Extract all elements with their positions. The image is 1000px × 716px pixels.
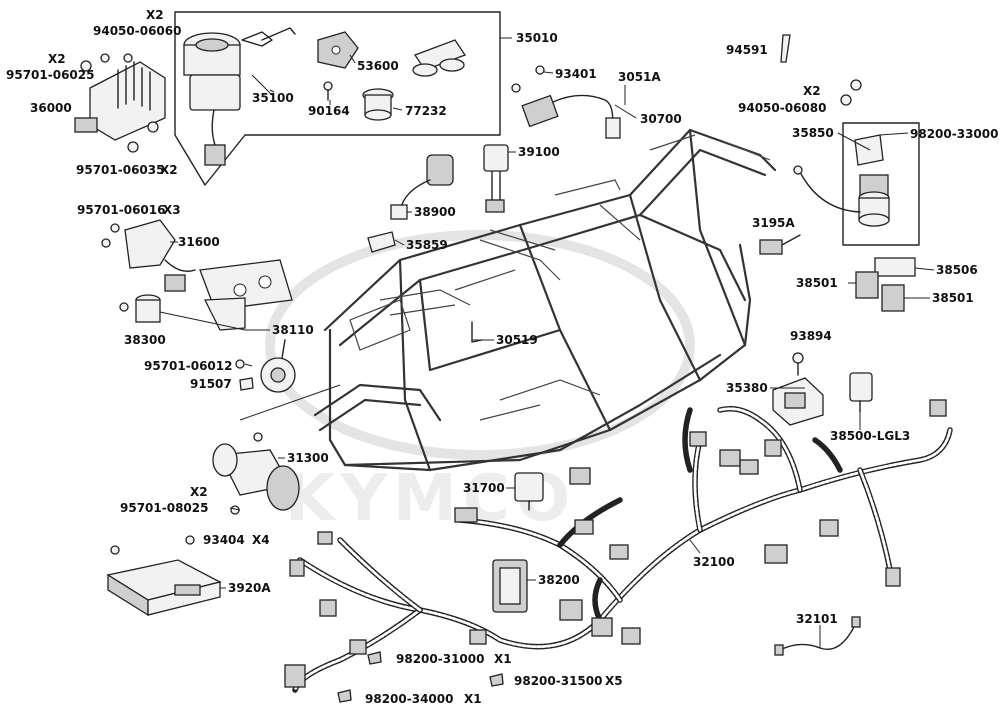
label-38501-a: 38501 xyxy=(796,276,838,290)
ecu-3920A xyxy=(106,535,222,617)
coil-38900 xyxy=(390,154,454,220)
rectifier-31600 xyxy=(101,219,196,292)
label-x2-c: X2 xyxy=(160,163,178,177)
group-box-35010 xyxy=(174,11,501,186)
fuse-98200-31000 xyxy=(367,651,382,665)
label-98200-31000: 98200-31000 xyxy=(396,652,484,666)
label-98200-33000: 98200-33000 xyxy=(910,127,998,141)
bracket-35859 xyxy=(367,231,396,253)
bracket-plate xyxy=(199,259,293,331)
label-35850: 35850 xyxy=(792,126,834,140)
label-31300: 31300 xyxy=(287,451,329,465)
label-91507: 91507 xyxy=(190,377,232,391)
label-x3: X3 xyxy=(163,203,181,217)
screw-90164 xyxy=(323,81,333,101)
label-x2-b: X2 xyxy=(48,52,66,66)
label-35859: 35859 xyxy=(406,238,448,252)
module-38200 xyxy=(492,559,528,613)
label-39100: 39100 xyxy=(518,145,560,159)
leader-35100 xyxy=(251,74,273,96)
group-box-35850 xyxy=(842,122,920,246)
label-38900: 38900 xyxy=(414,205,456,219)
label-93404: 93404 xyxy=(203,533,245,547)
label-93894: 93894 xyxy=(790,329,832,343)
label-53600: 53600 xyxy=(357,59,399,73)
label-30519: 30519 xyxy=(496,333,538,347)
label-31600: 31600 xyxy=(178,235,220,249)
label-38300: 38300 xyxy=(124,333,166,347)
relays-38501-38506 xyxy=(855,257,916,312)
sensor-30700 xyxy=(511,65,621,139)
label-x4: X4 xyxy=(252,533,270,547)
label-77232: 77232 xyxy=(405,104,447,118)
label-98200-34000: 98200-34000 xyxy=(365,692,453,706)
label-38110: 38110 xyxy=(272,323,314,337)
label-3920A: 3920A xyxy=(228,581,271,595)
label-30700: 30700 xyxy=(640,112,682,126)
label-95701-06035: 95701-06035 xyxy=(76,163,164,177)
fuse-98200-31500 xyxy=(489,673,504,687)
label-95701-08025: 95701-08025 xyxy=(120,501,208,515)
keys xyxy=(412,39,466,77)
horn-38110 xyxy=(260,339,296,393)
label-x2-a: X2 xyxy=(146,8,164,22)
cover-53600 xyxy=(317,31,359,69)
label-35010: 35010 xyxy=(516,31,558,45)
watermark-ellipse xyxy=(265,230,695,460)
starter-motor-31300 xyxy=(212,432,300,515)
label-35380: 35380 xyxy=(726,381,768,395)
bracket-91507 xyxy=(239,377,254,391)
relay-38300 xyxy=(119,294,161,323)
label-x2-e: X2 xyxy=(190,485,208,499)
label-38501-b: 38501 xyxy=(932,291,974,305)
label-x2-d: X2 xyxy=(803,84,821,98)
flasher-38500 xyxy=(849,372,873,413)
atv-main-frame xyxy=(313,128,777,472)
label-95701-06012: 95701-06012 xyxy=(144,359,232,373)
regulator-36000 xyxy=(74,53,166,153)
label-32101: 32101 xyxy=(796,612,838,626)
sensor-39100 xyxy=(483,144,509,213)
label-3051A: 3051A xyxy=(618,70,661,84)
label-38200: 38200 xyxy=(538,573,580,587)
label-95701-06025: 95701-06025 xyxy=(6,68,94,82)
label-x1-a: X1 xyxy=(494,652,512,666)
cap-77232 xyxy=(362,88,394,121)
label-90164: 90164 xyxy=(308,104,350,118)
connector-3195A xyxy=(759,234,801,255)
label-93401: 93401 xyxy=(555,67,597,81)
label-x5: X5 xyxy=(605,674,623,688)
relay-box-35850 xyxy=(793,79,920,246)
bolt-95701-06012 xyxy=(235,359,245,369)
label-31700: 31700 xyxy=(463,481,505,495)
ignition-switch-group xyxy=(174,11,512,186)
label-35100: 35100 xyxy=(252,91,294,105)
label-38500-LGL3: 38500-LGL3 xyxy=(830,429,910,443)
label-94050-06060: 94050-06060 xyxy=(93,24,181,38)
fuse-98200-34000 xyxy=(337,689,352,703)
wire-harness-32100 xyxy=(284,399,953,693)
relay-35380 xyxy=(772,377,824,426)
label-94591: 94591 xyxy=(726,43,768,57)
strap-94591 xyxy=(780,34,791,63)
ignition-switch-35100 xyxy=(183,27,296,166)
label-32100: 32100 xyxy=(693,555,735,569)
label-38506: 38506 xyxy=(936,263,978,277)
label-98200-31500: 98200-31500 xyxy=(514,674,602,688)
label-x1-b: X1 xyxy=(464,692,482,706)
label-94050-06080: 94050-06080 xyxy=(738,101,826,115)
leader-lines xyxy=(159,54,935,648)
part-30519 xyxy=(471,321,483,343)
label-95701-06016: 95701-06016 xyxy=(77,203,165,217)
label-3195A: 3195A xyxy=(752,216,795,230)
label-36000: 36000 xyxy=(30,101,72,115)
relay-31700 xyxy=(514,472,544,511)
part-labels: X2 94050-06060 X2 95701-06025 36000 9570… xyxy=(6,8,998,706)
bolt-93894 xyxy=(792,352,804,376)
